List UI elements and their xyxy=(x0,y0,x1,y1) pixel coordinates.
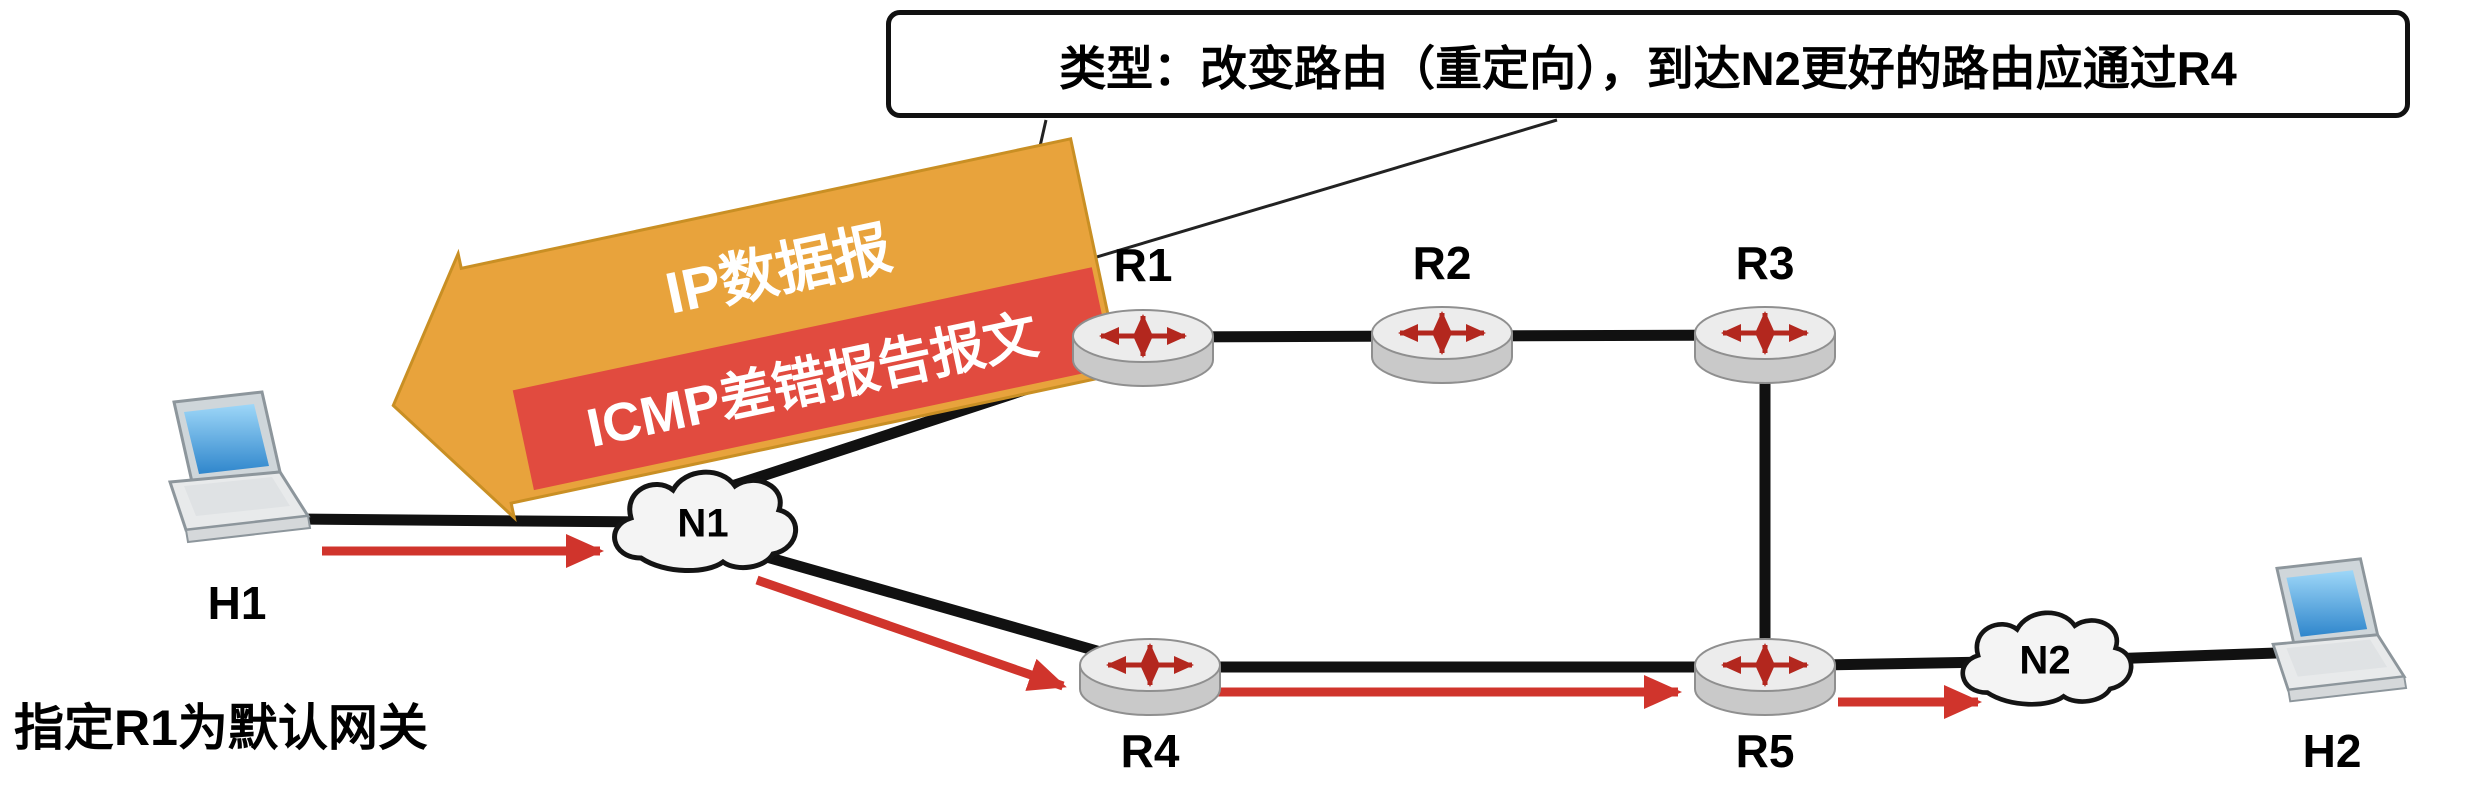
label-h1: H1 xyxy=(207,577,267,629)
callout-text: 类型：改变路由（重定向），到达N2更好的路由应通过R4 xyxy=(1059,41,2237,95)
label-r3: R3 xyxy=(1735,237,1795,289)
icmp-banner: IP数据报 ICMP差错报告报文 xyxy=(391,137,1123,523)
label-n1: N1 xyxy=(677,501,729,546)
label-r5: R5 xyxy=(1735,725,1795,777)
label-n2: N2 xyxy=(2019,638,2071,683)
router-icon-r1 xyxy=(1073,310,1213,386)
router-icon-r3 xyxy=(1695,307,1835,383)
router-icon-r4 xyxy=(1080,639,1220,715)
flow-arrow-n1-r4 xyxy=(755,575,1067,691)
label-r2: R2 xyxy=(1412,237,1472,289)
router-icon-r2 xyxy=(1372,307,1512,383)
router-icon-r5 xyxy=(1695,639,1835,715)
link-n1-r4 xyxy=(736,544,1124,663)
label-r4: R4 xyxy=(1120,725,1180,777)
packet-flow-arrows xyxy=(322,534,1982,719)
laptop-icon-h1 xyxy=(168,390,312,544)
label-r1: R1 xyxy=(1113,239,1173,291)
link-h1-n1 xyxy=(289,513,651,528)
icmp-error-box xyxy=(512,267,1114,491)
callout-pointer-line-right xyxy=(1015,118,1558,283)
label-h2: H2 xyxy=(2302,725,2362,777)
callout-box: 类型：改变路由（重定向），到达N2更好的路由应通过R4 xyxy=(886,10,2410,118)
note-text: 指定R1为默认网关 xyxy=(14,700,428,756)
laptop-icon-h2 xyxy=(2271,557,2408,703)
